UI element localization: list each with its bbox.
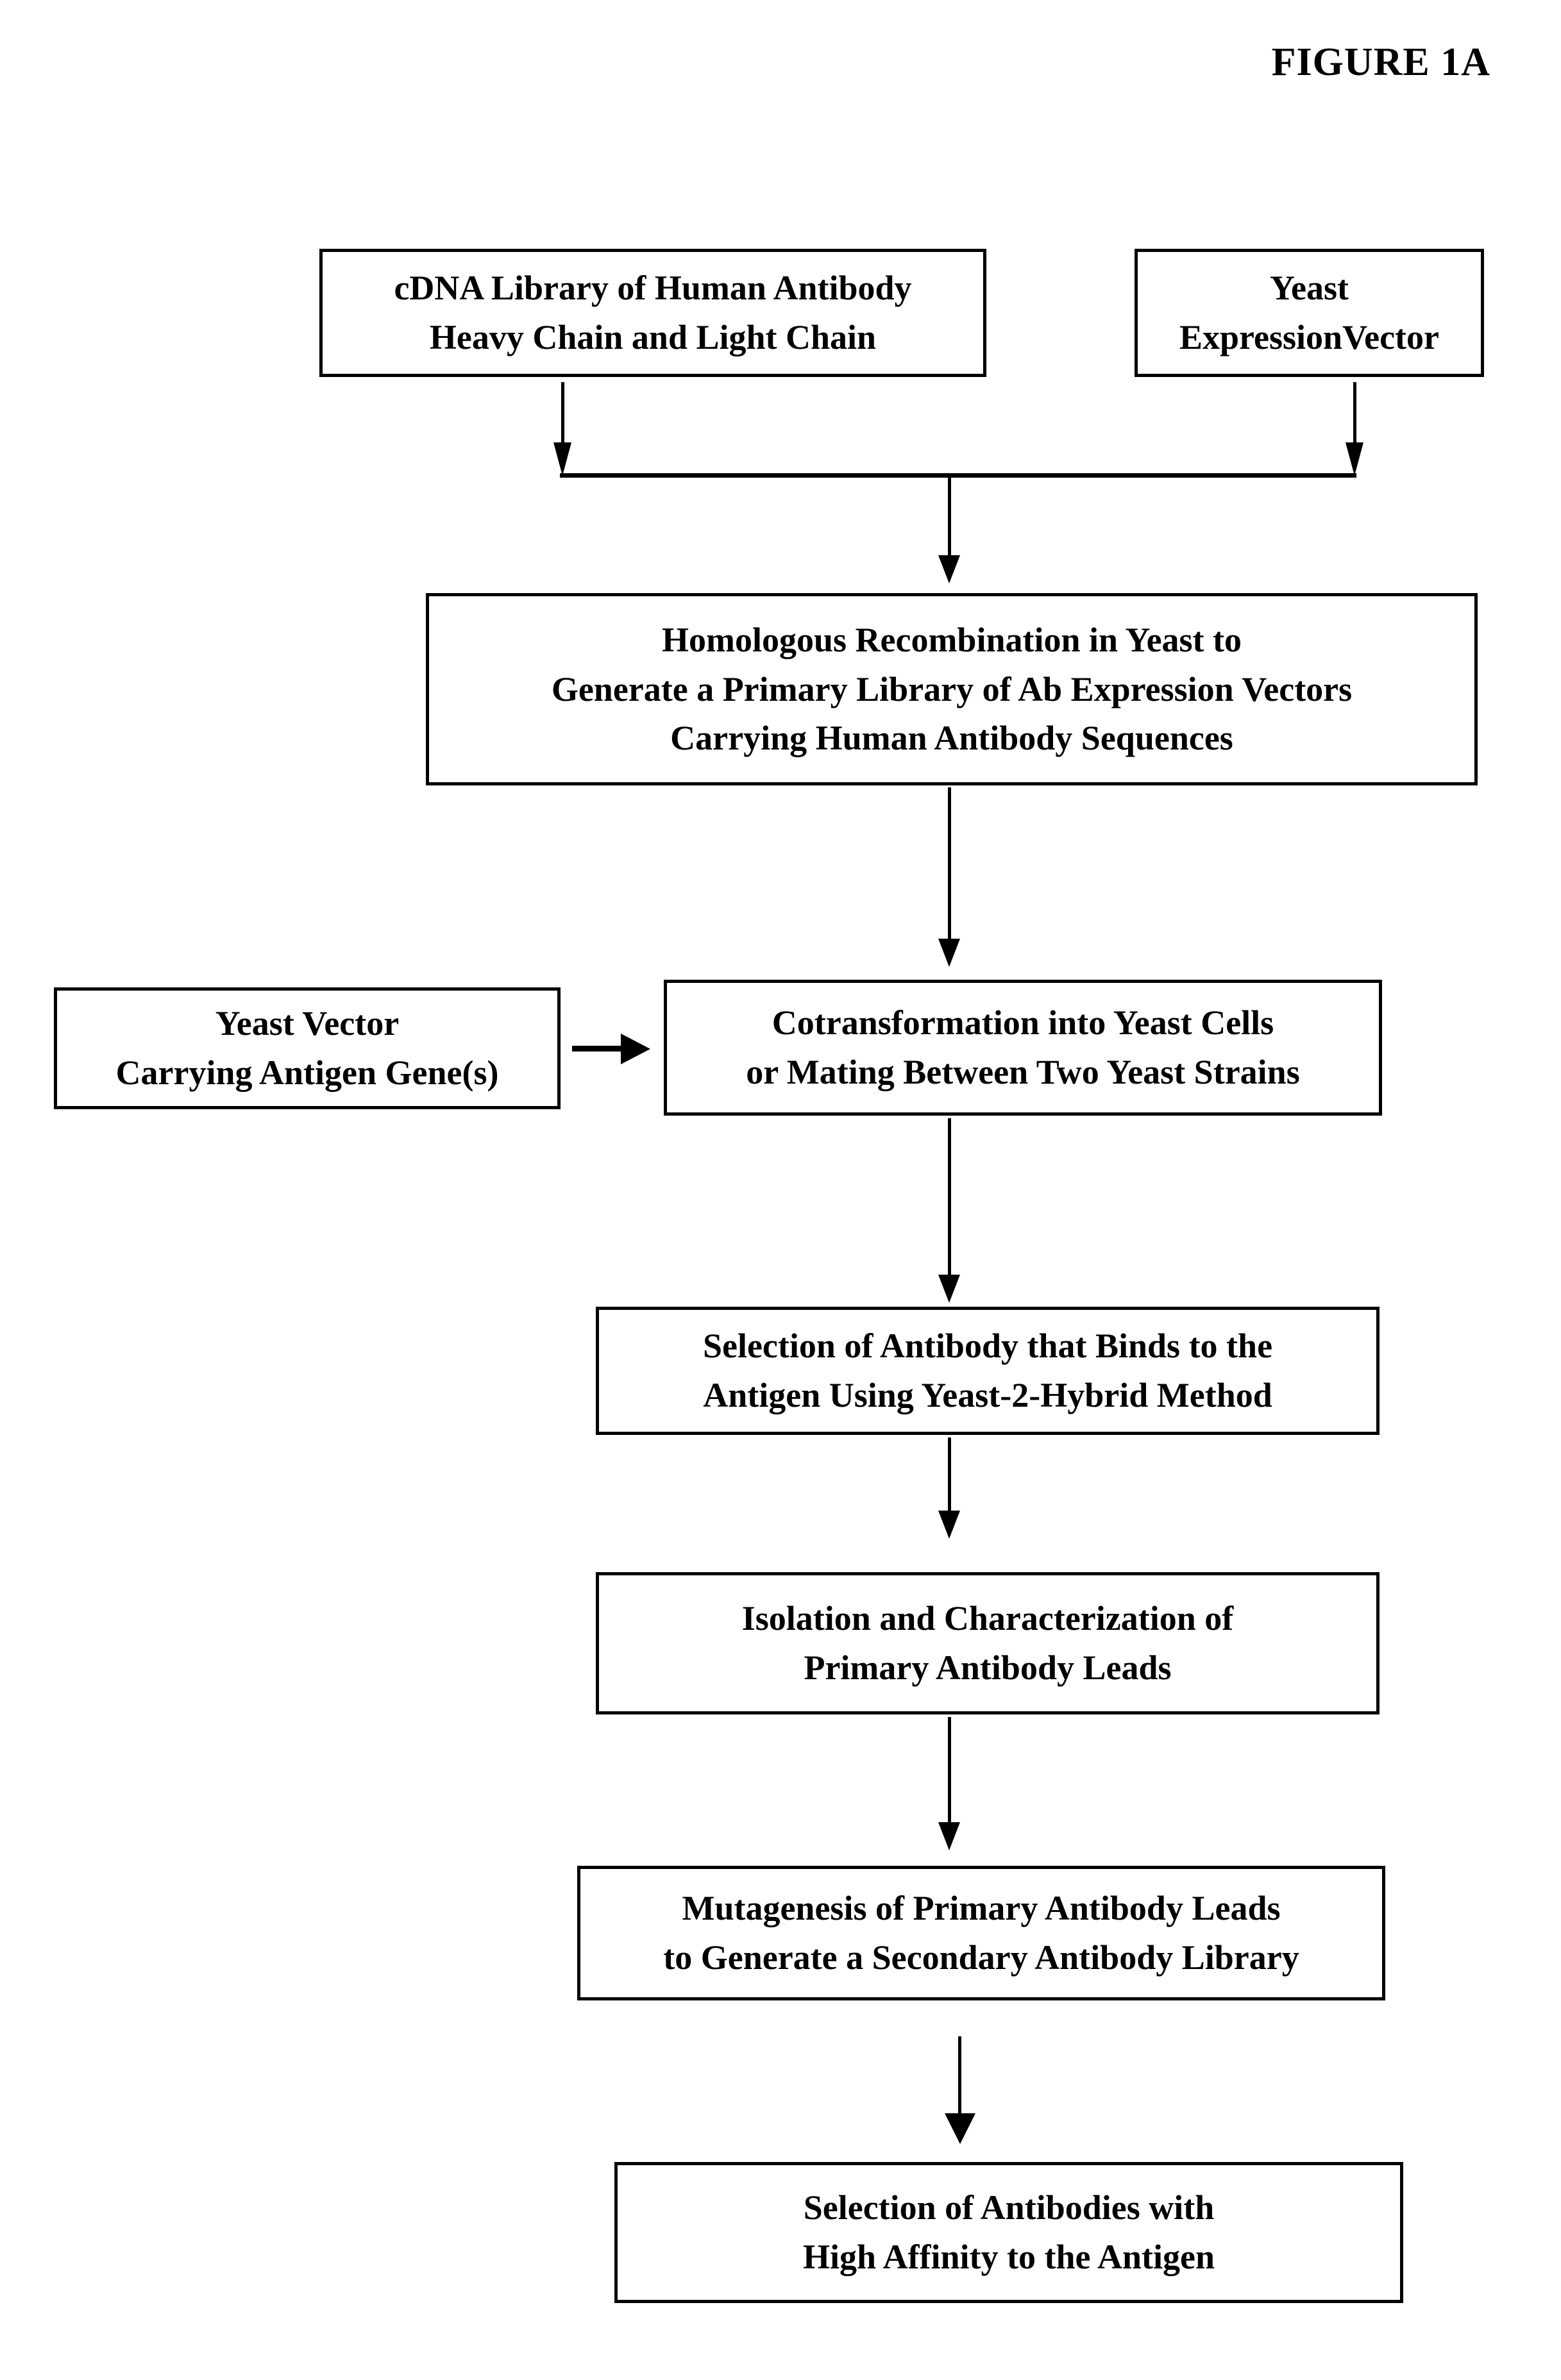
- node-isolation-characterization-line-2: Primary Antibody Leads: [804, 1648, 1172, 1687]
- node-cdna-library: cDNA Library of Human Antibody Heavy Cha…: [319, 249, 986, 377]
- edge-merge-to-homologous-line: [948, 476, 951, 559]
- merge-bar: [560, 473, 1356, 478]
- node-cdna-library-line-1: cDNA Library of Human Antibody: [394, 269, 912, 308]
- edge-antigen-to-cotransformation-arrowhead: [621, 1034, 650, 1064]
- edge-yeastvector-to-merge-arrowhead: [1346, 442, 1363, 476]
- node-selection-binding: Selection of Antibody that Binds to the …: [596, 1307, 1380, 1435]
- node-selection-high-affinity-line-1: Selection of Antibodies with: [803, 2188, 1215, 2227]
- node-isolation-characterization-line-1: Isolation and Characterization of: [741, 1599, 1234, 1638]
- edge-homologous-to-cotransformation-arrowhead: [938, 939, 960, 967]
- node-yeast-expression-vector: Yeast ExpressionVector: [1135, 249, 1484, 377]
- edge-yeastvector-to-merge-line: [1353, 382, 1356, 446]
- node-yeast-vector-antigen-line-2: Carrying Antigen Gene(s): [115, 1053, 499, 1092]
- edge-mutagenesis-to-highaffinity-arrowhead: [945, 2113, 975, 2144]
- edge-merge-to-homologous-arrowhead: [938, 555, 960, 583]
- edge-isolation-to-mutagenesis-line: [948, 1717, 951, 1826]
- edge-selection-to-isolation-line: [948, 1437, 951, 1514]
- edge-homologous-to-cotransformation-line: [948, 787, 951, 944]
- node-cotransformation-line-1: Cotransformation into Yeast Cells: [772, 1003, 1274, 1043]
- node-selection-binding-line-2: Antigen Using Yeast-2-Hybrid Method: [703, 1376, 1272, 1414]
- node-homologous-recombination-line-3: Carrying Human Antibody Sequences: [670, 719, 1233, 758]
- node-selection-high-affinity: Selection of Antibodies with High Affini…: [614, 2162, 1403, 2303]
- node-mutagenesis-line-2: to Generate a Secondary Antibody Library: [663, 1938, 1299, 1977]
- node-yeast-vector-antigen: Yeast Vector Carrying Antigen Gene(s): [54, 987, 561, 1109]
- node-selection-binding-line-1: Selection of Antibody that Binds to the: [702, 1327, 1273, 1366]
- node-yeast-vector-antigen-line-1: Yeast Vector: [215, 1004, 400, 1043]
- node-cotransformation: Cotransformation into Yeast Cells or Mat…: [664, 980, 1382, 1116]
- edge-selection-to-isolation-arrowhead: [938, 1511, 960, 1539]
- node-mutagenesis: Mutagenesis of Primary Antibody Leads to…: [577, 1866, 1385, 2000]
- node-cdna-library-line-2: Heavy Chain and Light Chain: [429, 318, 877, 356]
- node-isolation-characterization: Isolation and Characterization of Primar…: [596, 1572, 1380, 1714]
- node-selection-high-affinity-line-2: High Affinity to the Antigen: [802, 2238, 1215, 2276]
- figure-title: FIGURE 1A: [1271, 40, 1490, 84]
- node-homologous-recombination: Homologous Recombination in Yeast to Gen…: [426, 593, 1478, 785]
- edge-cotransformation-to-selection-line: [948, 1118, 951, 1278]
- edge-mutagenesis-to-highaffinity-line: [958, 2036, 961, 2133]
- edge-isolation-to-mutagenesis-arrowhead: [938, 1822, 960, 1850]
- node-homologous-recombination-line-1: Homologous Recombination in Yeast to: [661, 620, 1242, 659]
- node-mutagenesis-line-1: Mutagenesis of Primary Antibody Leads: [682, 1889, 1281, 1928]
- node-yeast-expression-vector-line-2: ExpressionVector: [1179, 318, 1439, 356]
- edge-antigen-to-cotransformation-line: [572, 1046, 623, 1052]
- edge-cdna-to-merge-arrowhead: [553, 442, 571, 476]
- node-homologous-recombination-line-2: Generate a Primary Library of Ab Express…: [551, 669, 1353, 708]
- node-yeast-expression-vector-line-1: Yeast: [1270, 269, 1349, 308]
- node-cotransformation-line-2: or Mating Between Two Yeast Strains: [746, 1053, 1300, 1091]
- edge-cdna-to-merge-line: [561, 382, 564, 446]
- edge-cotransformation-to-selection-arrowhead: [938, 1275, 960, 1303]
